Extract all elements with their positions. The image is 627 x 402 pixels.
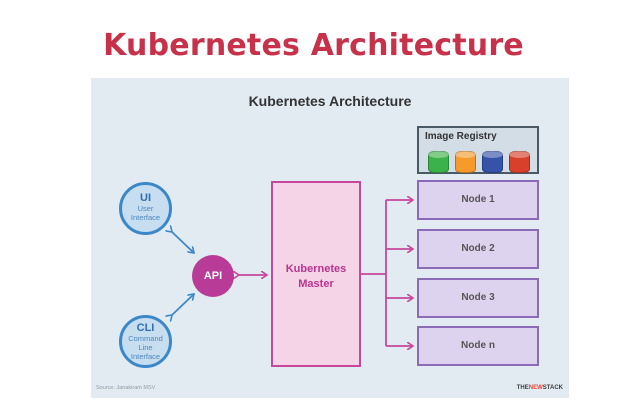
green-container-icon: [428, 151, 449, 173]
diagram-title: Kubernetes Architecture: [248, 93, 412, 109]
cli-label: CLI: [136, 322, 155, 334]
ui-sublabel-line-1: User: [137, 204, 154, 213]
brand-logo-part-1: THE: [516, 385, 529, 391]
connectors: [91, 78, 569, 398]
master-label-line-2: Master: [298, 278, 334, 290]
brand-logo: THENEWSTACK: [517, 385, 563, 391]
ui-sublabel-line-2: Interface: [130, 213, 161, 222]
node-1-box: Node 1: [417, 180, 539, 220]
kubernetes-master-box: Kubernetes Master: [271, 181, 361, 367]
ui-client-circle: UI User Interface: [119, 182, 172, 235]
page-title: Kubernetes Architecture: [103, 28, 524, 63]
cli-sublabel-line-1: Command: [128, 334, 163, 343]
master-label-line-1: Kubernetes: [285, 263, 347, 275]
api-circle: API: [192, 255, 234, 297]
node-2-box: Node 2: [417, 229, 539, 269]
brand-logo-part-3: STACK: [542, 385, 563, 391]
red-container-icon: [509, 151, 530, 173]
cli-client-circle: CLI Command Line Interface: [119, 315, 172, 368]
ui-api-arrow: [172, 232, 194, 253]
node-3-box: Node 3: [417, 278, 539, 318]
image-registry-box: Image Registry: [417, 126, 539, 174]
node-n-box: Node n: [417, 326, 539, 366]
cli-sublabel-line-3: Interface: [130, 352, 161, 361]
ui-label: UI: [140, 192, 151, 204]
architecture-diagram: Kubernetes Architecture UI User Interfac…: [91, 78, 569, 398]
orange-container-icon: [455, 151, 476, 173]
source-credit: Source: Janakiram MSV: [96, 385, 156, 391]
blue-container-icon: [482, 151, 503, 173]
brand-logo-part-2: NEW: [528, 385, 543, 391]
cli-sublabel-line-2: Line: [138, 343, 153, 352]
cli-api-arrow: [172, 294, 194, 315]
image-registry-label: Image Registry: [425, 131, 497, 142]
